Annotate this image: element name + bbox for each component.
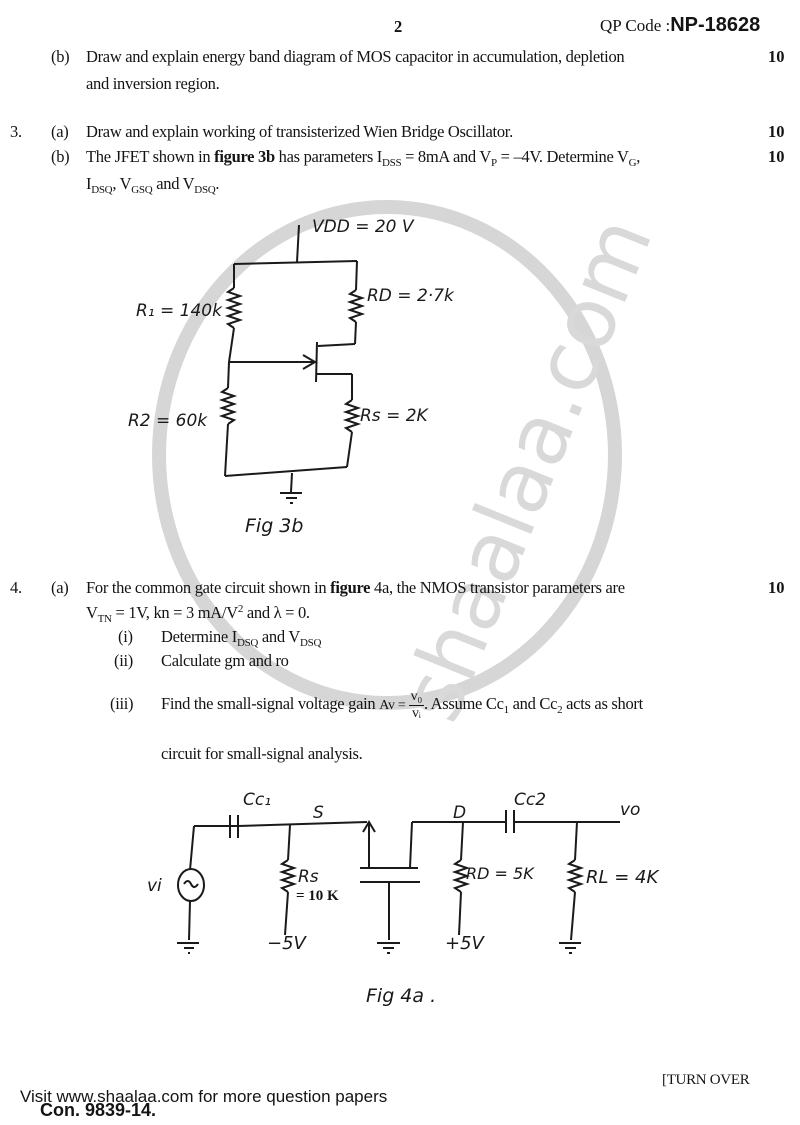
fig4a-neg5v-label: −5V xyxy=(267,933,306,954)
q3b-text-line2: IDSQ, VGSQ and VDSQ. xyxy=(86,174,220,196)
fig3b-r2-label: R2 = 60k xyxy=(128,411,208,431)
q4a-iii-label: (iii) xyxy=(110,694,134,713)
fig4a-cc1-label: Cc₁ xyxy=(243,790,272,810)
q4a-label: (a) xyxy=(51,578,69,597)
q4a-ii-text: Calculate gm and ro xyxy=(161,651,289,670)
fig4a-s-label: S xyxy=(313,803,324,823)
q4a-i-label: (i) xyxy=(118,627,133,646)
fig3b-vdd-label: VDD = 20 V xyxy=(312,217,414,237)
page-number: 2 xyxy=(394,17,402,36)
fig4a-vi-label: vi xyxy=(147,876,162,896)
qp-code: QP Code :NP-18628 xyxy=(600,14,760,37)
q3a-text: Draw and explain working of transisteriz… xyxy=(86,122,513,141)
fig4a-rs-label: Rs xyxy=(298,867,319,887)
q3a-label: (a) xyxy=(51,122,69,141)
q2b-marks: 10 xyxy=(768,47,785,66)
visit-link[interactable]: Visit www.shaalaa.com for more question … xyxy=(20,1087,388,1106)
fig4a-rs-value: = 10 K xyxy=(296,888,339,904)
q4a-marks: 10 xyxy=(768,578,785,597)
q3b-marks: 10 xyxy=(768,147,785,166)
q4a-iii-text: Find the small-signal voltage gain Av = … xyxy=(161,688,643,721)
q4a-ii-label: (ii) xyxy=(114,651,133,670)
q4a-text-line2: VTN = 1V, kn = 3 mA/V2 and λ = 0. xyxy=(86,603,310,625)
q4-number: 4. xyxy=(10,578,22,597)
q2b-label: (b) xyxy=(51,47,70,66)
fig4a-rl-label: RL = 4K xyxy=(586,867,659,888)
q4a-text-line1: For the common gate circuit shown in fig… xyxy=(86,578,625,597)
fig4a-cc2-label: Cc2 xyxy=(514,790,547,810)
qp-code-label: QP Code : xyxy=(600,16,671,35)
con-number: Con. 9839-14. xyxy=(40,1100,157,1120)
fig3b-rd-label: RD = 2·7k xyxy=(367,286,454,306)
fig4a-d-label: D xyxy=(453,803,467,823)
fig3b-rs-label: Rs = 2K xyxy=(360,406,428,426)
q3b-label: (b) xyxy=(51,147,70,166)
q3a-marks: 10 xyxy=(768,122,785,141)
qp-code-value: NP-18628 xyxy=(670,14,761,36)
q3-number: 3. xyxy=(10,122,22,141)
q2b-text-line2: and inversion region. xyxy=(86,74,220,93)
q2b-text-line1: Draw and explain energy band diagram of … xyxy=(86,47,625,66)
turn-over: [TURN OVER xyxy=(662,1072,750,1088)
fig3b-caption: Fig 3b xyxy=(245,515,304,537)
fig4a-caption: Fig 4a . xyxy=(366,985,437,1007)
fig4a-vo-label: vo xyxy=(620,800,641,820)
fig4a-pos5v-label: +5V xyxy=(445,933,484,954)
q4a-i-text: Determine IDSQ and VDSQ xyxy=(161,627,322,649)
fig3b-r1-label: R₁ = 140k xyxy=(136,301,222,321)
fig4a-rd-label: RD = 5K xyxy=(466,864,534,883)
q4a-iii-text-line2: circuit for small-signal analysis. xyxy=(161,744,363,763)
q3b-text-line1: The JFET shown in figure 3b has paramete… xyxy=(86,147,641,169)
